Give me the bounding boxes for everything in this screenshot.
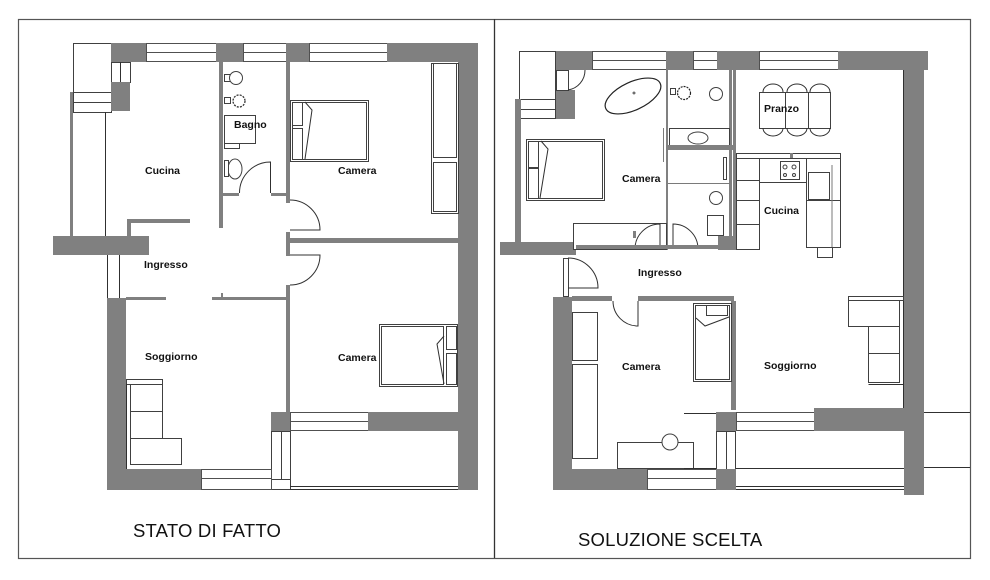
plan-soluzione-scelta <box>500 51 970 495</box>
balcony-outline <box>73 43 112 93</box>
plan-stato-di-fatto <box>53 43 478 490</box>
wall-ingresso <box>53 236 149 255</box>
